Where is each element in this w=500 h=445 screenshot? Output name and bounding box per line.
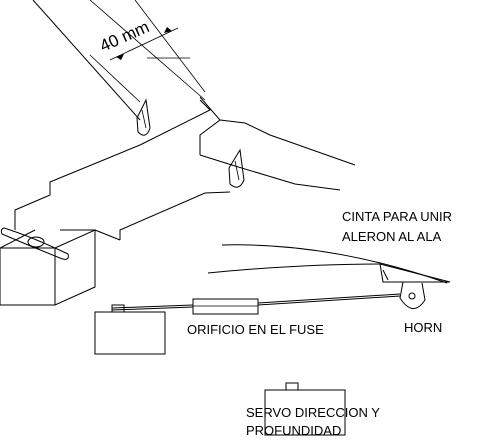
propeller <box>0 227 69 260</box>
tape-label-line1: CINTA PARA UNIR <box>342 209 452 224</box>
dimension-arrow-left <box>116 54 124 60</box>
engine-block <box>0 229 96 306</box>
servo-box-bottom <box>264 382 346 436</box>
horn-label: HORN <box>404 320 442 335</box>
wing-outline <box>14 0 356 241</box>
servo-label-line1: SERVO DIRECCION Y <box>246 405 380 420</box>
dimension-lines <box>89 0 206 103</box>
fuse-guide-tube <box>192 298 259 315</box>
servo-label-line2: PROFUNDIDAD <box>246 423 341 438</box>
pushrod <box>111 293 401 311</box>
tape-label-line2: ALERON AL ALA <box>342 229 442 244</box>
wing-section <box>207 244 451 284</box>
servo-box-left <box>94 304 166 355</box>
dimension-label: 40 mm <box>97 17 152 55</box>
dimension-arrow-right <box>164 27 172 33</box>
wing-horn-left <box>136 98 151 136</box>
fuse-hole-label: ORIFICIO EN EL FUSE <box>187 322 324 337</box>
wing-horn-right <box>228 148 245 188</box>
aileron-horn <box>399 281 426 309</box>
